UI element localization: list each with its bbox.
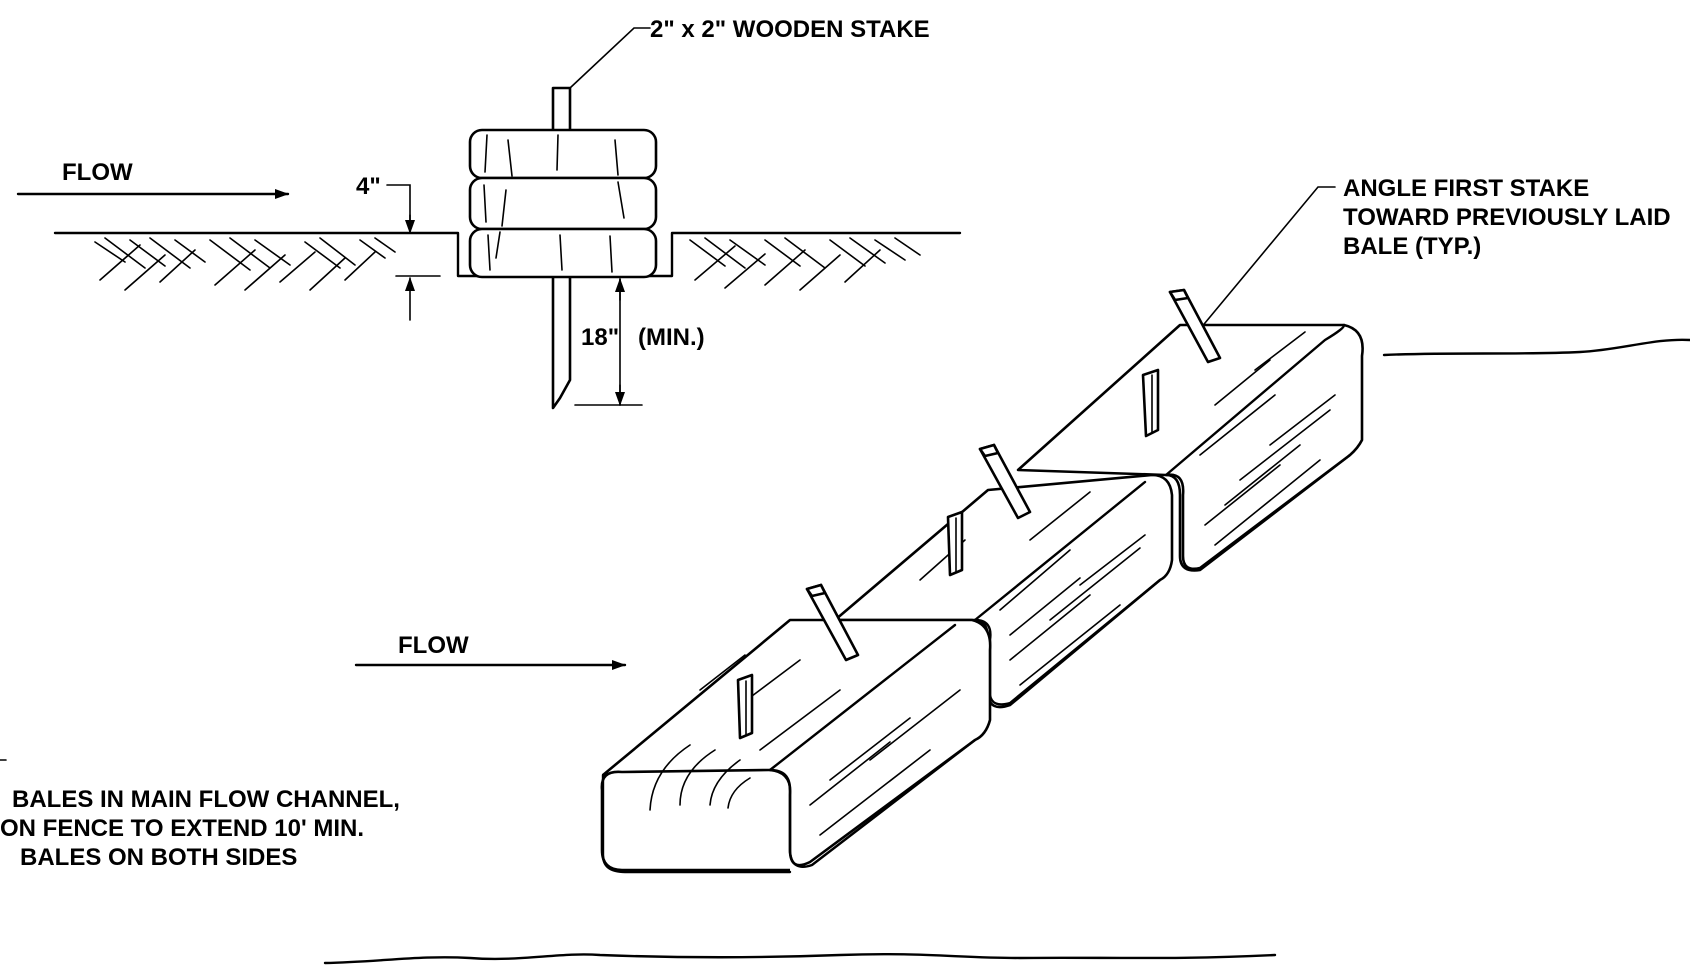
flow-label-bottom: FLOW xyxy=(398,632,469,659)
angle-stake-leader xyxy=(1194,186,1336,336)
stake-leader xyxy=(569,27,651,89)
flow-label-top: FLOW xyxy=(62,159,133,186)
earth-hatch-left xyxy=(94,237,396,291)
bale-1 xyxy=(600,583,992,874)
note-line2: ON FENCE TO EXTEND 10' MIN. xyxy=(0,815,364,842)
isometric-view: ANGLE FIRST STAKE TOWARD PREVIOUSLY LAID… xyxy=(323,175,1690,965)
note-block: BALES IN MAIN FLOW CHANNEL, ON FENCE TO … xyxy=(0,759,400,871)
svg-text:(MIN.): (MIN.) xyxy=(638,324,705,351)
angle-label-line2: TOWARD PREVIOUSLY LAID xyxy=(1343,204,1671,231)
bale-1-stakes xyxy=(736,583,860,740)
dimension-18-inch: 18" (MIN.) xyxy=(574,278,705,406)
bale-3-stakes xyxy=(1141,288,1222,438)
svg-text:4": 4" xyxy=(356,173,381,200)
earth-hatch-right xyxy=(689,237,921,291)
bale-2 xyxy=(833,443,1174,709)
ground-break-bottom xyxy=(323,952,1277,965)
section-view: 2" x 2" WOODEN STAKE FLOW 4" 18" (MIN.) xyxy=(16,16,962,410)
angle-label-line1: ANGLE FIRST STAKE xyxy=(1343,175,1589,202)
angle-label-line3: BALE (TYP.) xyxy=(1343,233,1481,260)
bale-3 xyxy=(1016,288,1364,572)
ground-break-right xyxy=(1382,338,1690,357)
dimension-4-inch: 4" xyxy=(356,173,441,321)
note-line1: BALES IN MAIN FLOW CHANNEL, xyxy=(12,786,400,813)
bale-2-stakes xyxy=(946,443,1032,577)
stake-label: 2" x 2" WOODEN STAKE xyxy=(650,16,930,43)
note-line3: BALES ON BOTH SIDES xyxy=(20,844,297,871)
svg-text:18": 18" xyxy=(581,324,619,351)
section-bales xyxy=(468,128,658,279)
